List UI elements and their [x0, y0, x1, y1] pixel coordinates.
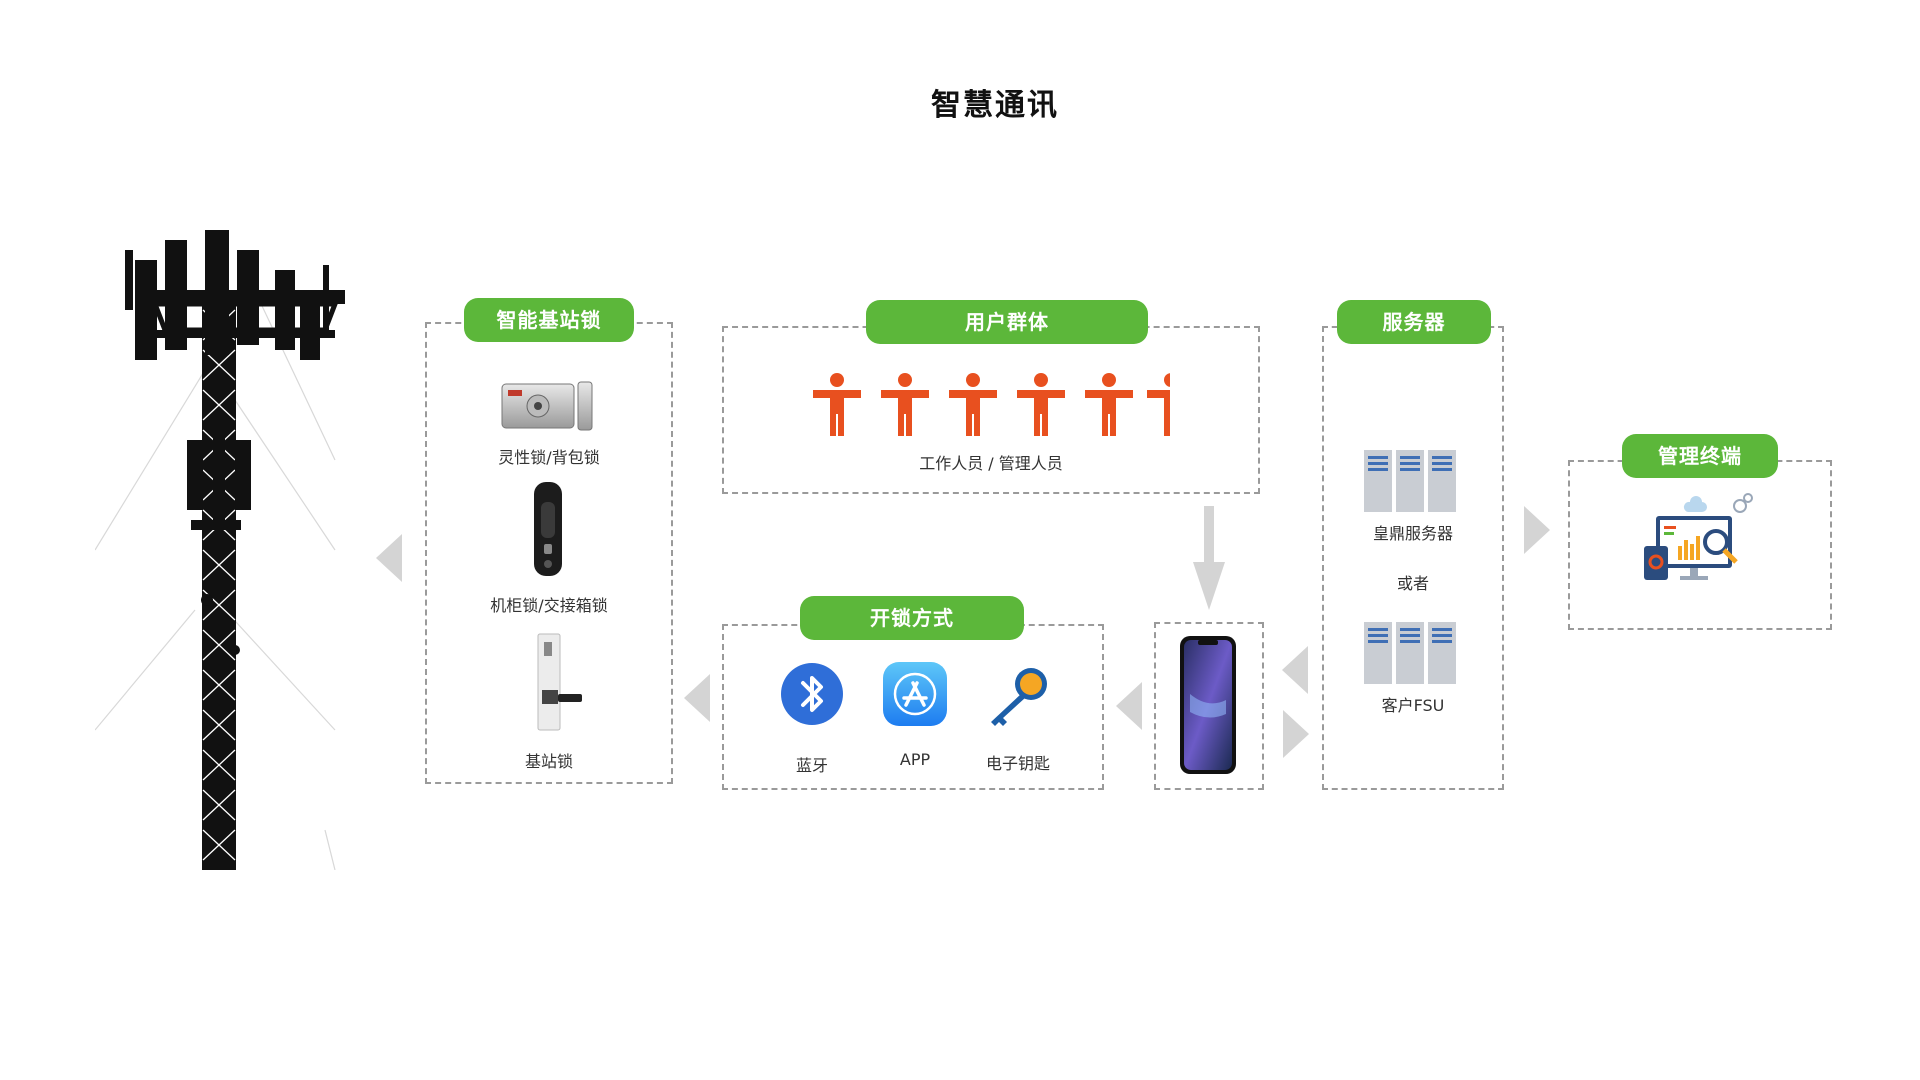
management-header: 管理终端 — [1622, 434, 1778, 478]
server-label-1: 皇鼎服务器 — [1372, 524, 1453, 543]
rim-lock-icon — [501, 381, 593, 431]
user-group-header: 用户群体 — [866, 300, 1148, 344]
flow-arrow-left — [1282, 646, 1308, 694]
lock-label-1: 灵性锁/背包锁 — [498, 448, 600, 467]
unlock-label-bluetooth: 蓝牙 — [795, 756, 828, 775]
flow-arrow-right — [1524, 506, 1550, 554]
server-header: 服务器 — [1337, 300, 1491, 344]
flow-arrow-right — [1283, 710, 1309, 758]
person-icon — [1017, 373, 1065, 436]
flow-arrow-left — [376, 534, 402, 582]
bluetooth-icon — [781, 663, 843, 725]
server-rack-icon — [1364, 450, 1456, 512]
flow-arrow-left — [684, 674, 710, 722]
server-label-or: 或者 — [1396, 574, 1429, 593]
cabinet-lock-icon — [534, 482, 562, 576]
lock-label-2: 机柜锁/交接箱锁 — [490, 596, 608, 615]
dashboard-monitor-icon — [1644, 493, 1753, 580]
person-icon — [1085, 373, 1133, 436]
electronic-key-icon — [991, 668, 1047, 726]
cell-tower-icon — [95, 230, 345, 870]
person-icon — [949, 373, 997, 436]
flow-arrow-left — [1116, 682, 1142, 730]
server-label-2: 客户FSU — [1381, 696, 1445, 715]
smartphone-icon — [1180, 636, 1236, 774]
base-station-lock-icon — [537, 633, 582, 731]
person-icon — [813, 373, 861, 436]
person-icon — [1147, 373, 1170, 436]
server-rack-icon — [1364, 622, 1456, 684]
server-panel — [1322, 326, 1504, 790]
phone-panel — [1154, 622, 1264, 790]
smart-lock-header: 智能基站锁 — [464, 298, 634, 342]
app-store-icon — [883, 662, 947, 726]
flow-arrow-down — [1193, 506, 1225, 610]
page-title: 智慧通讯 — [931, 88, 1059, 123]
person-icon — [881, 373, 929, 436]
user-figures — [813, 373, 1170, 436]
unlock-label-key: 电子钥匙 — [985, 754, 1050, 773]
unlock-label-app: APP — [899, 750, 931, 769]
unlock-method-header: 开锁方式 — [800, 596, 1024, 640]
lock-label-3: 基站锁 — [524, 752, 573, 771]
user-group-caption: 工作人员 / 管理人员 — [919, 454, 1063, 473]
